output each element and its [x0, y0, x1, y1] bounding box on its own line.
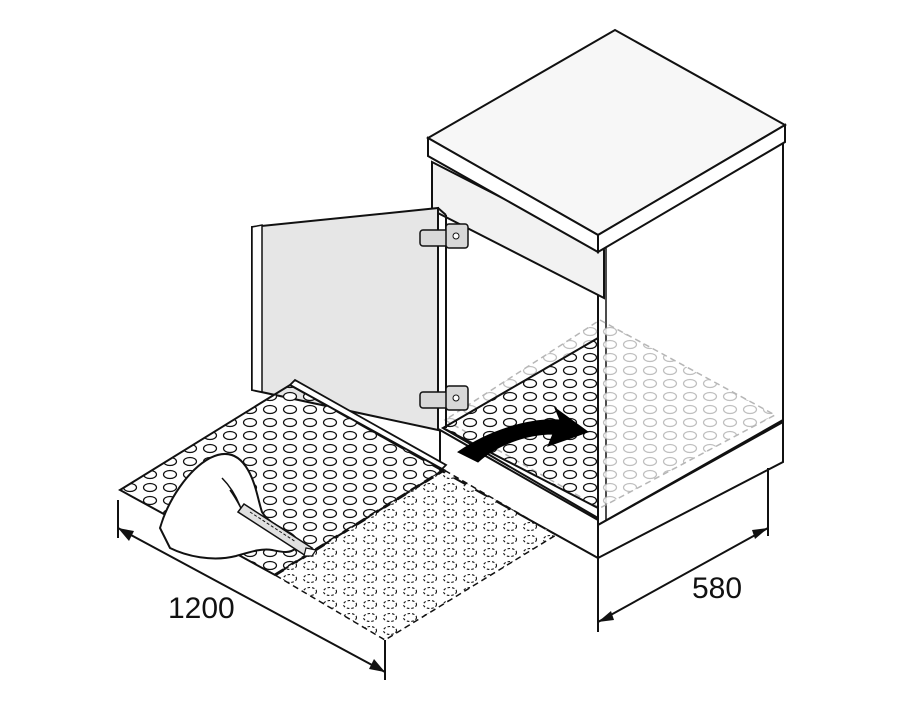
mat-cut-off-piece	[273, 469, 558, 641]
door-edge	[251, 224, 263, 393]
depth-dimension-label: 580	[692, 572, 742, 605]
utility-knife-icon	[236, 502, 317, 558]
cabinet-door	[251, 206, 469, 432]
hinge-icon	[419, 223, 469, 249]
sink-base-cabinet	[425, 28, 788, 560]
curved-arrow-icon	[457, 406, 590, 463]
width-dimension: 1200	[117, 500, 386, 680]
installed-mat-edge	[442, 427, 599, 519]
width-dimension-label: 1200	[168, 592, 235, 625]
depth-dimension: 580	[597, 468, 769, 632]
door-hinge-edge	[437, 207, 447, 216]
installed-floor-mat	[440, 336, 599, 510]
hinge-icon	[419, 385, 469, 411]
countertop-side	[597, 123, 786, 254]
